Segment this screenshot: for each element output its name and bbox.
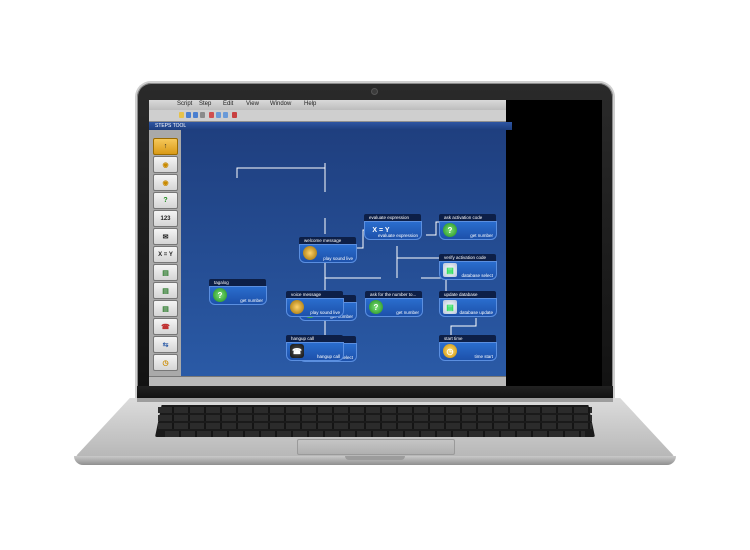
menu-script[interactable]: Script — [177, 101, 193, 107]
node-label: time start — [474, 354, 493, 359]
tool-timer[interactable]: ◷ — [153, 354, 178, 371]
tool-hangup[interactable]: ☎ — [153, 318, 178, 335]
laptop-base — [74, 456, 676, 465]
hinge — [137, 398, 613, 402]
number-icon: 123 — [160, 215, 171, 222]
node-label: database update — [459, 310, 493, 315]
node-title: hangup call — [286, 335, 343, 342]
cut-icon[interactable] — [209, 112, 214, 118]
question-icon: ? — [443, 223, 457, 237]
flow-canvas-layer: evaluate expression X = Y evaluate expre… — [181, 130, 506, 376]
timer-icon: ◷ — [162, 359, 169, 367]
node-voice-message[interactable]: voice message play sound live — [286, 291, 344, 317]
new-file-icon[interactable] — [179, 112, 184, 118]
mail-icon: ✉ — [162, 233, 169, 241]
print-icon[interactable] — [200, 112, 205, 118]
paste-icon[interactable] — [223, 112, 228, 118]
status-bar — [149, 376, 506, 386]
copy-icon[interactable] — [216, 112, 221, 118]
node-label: get number — [330, 314, 353, 319]
tool-mail[interactable]: ✉ — [153, 228, 178, 245]
menu-view[interactable]: View — [246, 101, 259, 107]
tool-number[interactable]: 123 — [153, 210, 178, 227]
tool-expression[interactable]: X = Y — [153, 246, 178, 263]
node-label: play sound live — [323, 256, 353, 261]
database-update-icon: ▤ — [162, 305, 169, 313]
database-icon: ▤ — [443, 300, 457, 314]
node-ask-for-number[interactable]: ask for the number to... ? get number — [365, 291, 423, 317]
clock-icon: ◷ — [443, 344, 457, 358]
node-label: hangup call — [316, 354, 340, 359]
lid-notch — [345, 456, 405, 460]
transfer-icon: ⇆ — [162, 341, 169, 349]
node-title: ask activation code — [439, 214, 496, 221]
open-icon[interactable] — [186, 112, 191, 118]
database-icon: ▤ — [443, 263, 457, 277]
tool-sound[interactable]: ◉ — [153, 156, 178, 173]
node-start-time[interactable]: start time ◷ time start — [439, 335, 497, 361]
node-update-database[interactable]: update database ▤ database update — [439, 291, 497, 317]
tool-arrow[interactable]: ↑ — [153, 138, 178, 155]
node-hangup-call[interactable]: hangup call ☎ hangup call — [286, 335, 344, 361]
arrow-up-icon: ↑ — [163, 143, 168, 150]
tool-database[interactable]: ▤ — [153, 264, 178, 281]
key-row — [158, 415, 592, 421]
menu-edit[interactable]: Edit — [223, 101, 234, 107]
node-title: start time — [439, 335, 496, 342]
menu-window[interactable]: Window — [270, 101, 292, 107]
node-label: play sound live — [310, 310, 340, 315]
laptop-screen: Script Step Edit View Window Help STEPS … — [149, 100, 602, 386]
tool-transfer[interactable]: ⇆ — [153, 336, 178, 353]
tools-panel-title: STEPS TOOL — [149, 122, 512, 130]
node-title: welcome message — [299, 237, 356, 244]
question-icon: ? — [163, 197, 168, 204]
database-check-icon: ▤ — [162, 287, 169, 295]
menu-step[interactable]: Step — [199, 101, 212, 107]
tool-database-update[interactable]: ▤ — [153, 300, 178, 317]
node-verify-activation-code[interactable]: verify activation code ▤ database select — [439, 254, 497, 280]
menu-bar: Script Step Edit View Window Help — [149, 100, 506, 110]
node-title: ask for the number to... — [365, 291, 422, 298]
node-label: database select — [461, 273, 493, 278]
question-icon: ? — [213, 288, 227, 302]
tools-panel: ↑ ◉ ◉ ? 123 ✉ X = Y ▤ ▤ ▤ ☎ ⇆ ◷ — [149, 130, 181, 386]
node-title: update database — [439, 291, 496, 298]
webcam — [372, 89, 377, 94]
key-row — [158, 423, 592, 429]
menu-help[interactable]: Help — [304, 101, 317, 107]
speaker-alt-icon: ◉ — [162, 179, 169, 187]
toolbar — [149, 110, 506, 122]
tool-sound-alt[interactable]: ◉ — [153, 174, 178, 191]
node-title: voice message — [286, 291, 343, 298]
node-evaluate-expression[interactable]: evaluate expression X = Y evaluate expre… — [364, 214, 422, 240]
node-tagalog[interactable]: tagalog ? get number — [209, 279, 267, 305]
hangup-icon: ☎ — [161, 323, 170, 331]
delete-icon[interactable] — [232, 112, 237, 118]
question-icon: ? — [369, 300, 383, 314]
node-ask-activation-code[interactable]: ask activation code ? get number — [439, 214, 497, 240]
node-title: evaluate expression — [364, 214, 421, 221]
node-welcome-message[interactable]: welcome message play sound live — [299, 237, 357, 263]
expression-icon: X = Y — [158, 251, 173, 258]
trackpad — [297, 439, 455, 455]
node-label: evaluate expression — [377, 233, 418, 238]
expression-icon: X = Y — [372, 226, 390, 234]
speaker-icon — [303, 246, 317, 260]
node-label: get number — [396, 310, 419, 315]
key-row — [165, 431, 585, 437]
node-title: verify activation code — [439, 254, 496, 261]
speaker-icon: ◉ — [162, 161, 169, 169]
speaker-icon — [290, 300, 304, 314]
save-icon[interactable] — [193, 112, 198, 118]
database-icon: ▤ — [162, 269, 169, 277]
node-label: get number — [240, 298, 263, 303]
key-row — [158, 407, 592, 413]
node-title: tagalog — [209, 279, 266, 286]
node-label: get number — [470, 233, 493, 238]
phone-icon: ☎ — [290, 344, 304, 358]
tool-question[interactable]: ? — [153, 192, 178, 209]
tool-database-check[interactable]: ▤ — [153, 282, 178, 299]
